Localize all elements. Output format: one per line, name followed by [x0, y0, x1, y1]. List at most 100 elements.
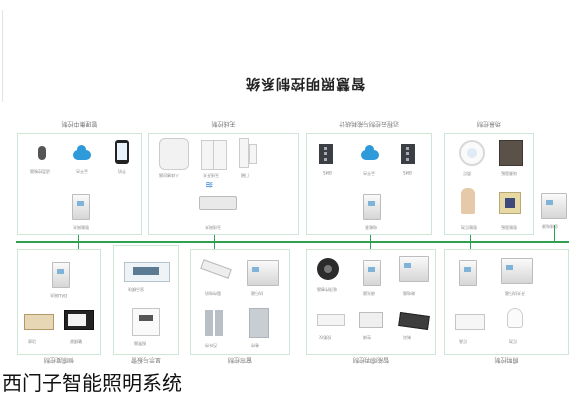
- label-blind1: 百叶帘: [205, 343, 217, 348]
- figure-caption: 西门子智能照明系统: [2, 371, 182, 395]
- label-bulb: 灯泡: [509, 339, 517, 344]
- diagram-title: 智慧照明控制系统: [245, 75, 365, 91]
- label-mic: 语音控制器: [30, 169, 50, 174]
- label-downlight: 筒灯: [463, 171, 471, 176]
- phone-icon: [115, 140, 129, 164]
- dimmer-module: [363, 260, 381, 286]
- label-tablet: 触摸屏: [70, 339, 82, 344]
- label-cloud1: 云平台: [76, 169, 88, 174]
- panel-curtain: 窗帘控制 窗帘电机 执行器 百叶帘 卷帘: [190, 249, 290, 363]
- label-amp: 功放: [28, 339, 36, 344]
- connector-3: [370, 235, 371, 249]
- panel-display-alarm: 显示与报警 显示模块 报警器: [113, 245, 179, 363]
- door-sensor-icon-2: [249, 144, 257, 164]
- panel-wireless: 无线控制 人体感应器 无线开关 门磁 ≋ 无线网关: [148, 120, 299, 235]
- downlight-icon: [459, 140, 485, 166]
- microphone-icon: [38, 146, 46, 160]
- alarm-icon: [132, 308, 160, 336]
- scene-panel-icon: [499, 140, 523, 166]
- label-gateway1: 智能网关: [73, 225, 89, 230]
- label-actuator: 执行器: [251, 291, 263, 296]
- panel-cloud-energy-title: 远程云控制与能耗统计: [339, 120, 400, 127]
- building-icon-2: [401, 144, 415, 164]
- hand-bulb-icon: [461, 188, 475, 214]
- energy-meter-module: [363, 194, 381, 220]
- label-lights: 灯具: [459, 339, 467, 344]
- panel-scene-title: 场景控制: [477, 120, 502, 127]
- left-divider: [2, 10, 3, 102]
- panel-wireless-title: 无线控制: [211, 120, 236, 127]
- panel-central-control-title: 管理集中控制: [61, 120, 98, 127]
- connector-5: [554, 225, 555, 243]
- panel-lighting-title: 照明控制: [494, 356, 519, 363]
- panel-scene-control: 场景控制 筒灯 场景面板 智能灯泡 智能面板: [444, 120, 534, 235]
- projector-icon: [317, 314, 345, 326]
- panel-constant-lux-title: 恒照度控制: [44, 356, 75, 363]
- knx-panel-icon: [499, 192, 521, 214]
- label-blind2: 卷帘: [251, 343, 259, 348]
- curtain-motor-icon: [200, 259, 232, 279]
- panel-smart-lighting: 智能照明控制 吸顶传感器 调光器 继电器 投影仪 空调 新风: [306, 249, 436, 363]
- label-power: 总线电源: [542, 224, 558, 229]
- panel-lighting: 照明控制 开关执行器 灯具 灯泡: [444, 249, 569, 363]
- connector-4: [470, 235, 471, 249]
- relay-module: [399, 256, 429, 282]
- label-ceiling-sensor: 吸顶传感器: [317, 287, 337, 292]
- label-bms2: BMS: [403, 170, 412, 175]
- label-phone: 手机: [118, 169, 126, 174]
- label-meter: 电能表: [365, 225, 377, 230]
- gateway-module: [72, 194, 90, 220]
- label-bms1: BMS: [323, 170, 332, 175]
- knx-bus-line: [16, 241, 569, 243]
- label-curtain: 窗帘电机: [205, 291, 221, 296]
- label-dali: DALI网关: [50, 293, 68, 298]
- ceiling-sensor-icon: [317, 258, 339, 280]
- label-display: 显示模块: [128, 287, 144, 292]
- sensor-icon: [159, 138, 189, 170]
- dali-gateway-module: [52, 262, 70, 288]
- label-dimmer: 调光器: [363, 291, 375, 296]
- connector-2: [214, 235, 215, 249]
- label-alarm: 报警器: [134, 341, 146, 346]
- panel-curtain-title: 窗帘控制: [228, 356, 253, 363]
- wireless-hub: [199, 196, 237, 210]
- blind-icon-1: [205, 310, 213, 336]
- label-door: 门磁: [241, 173, 249, 178]
- label-sensor: 人体感应器: [159, 173, 179, 178]
- tablet-icon: [64, 310, 94, 330]
- wifi-icon: ≋: [205, 180, 214, 191]
- ac-icon: [359, 312, 383, 328]
- label-relay2: 开关执行器: [505, 291, 525, 296]
- panel-cloud-energy: 远程云控制与能耗统计 BMS 云平台 BMS 电能表: [306, 120, 432, 235]
- panel-smart-lighting-title: 智能照明控制: [353, 356, 390, 363]
- panel-constant-lux: 恒照度控制 DALI网关 功放 触摸屏: [17, 249, 101, 363]
- label-air: 新风: [403, 335, 411, 340]
- label-bulb-hand: 智能灯泡: [461, 225, 477, 230]
- blind-icon-2: [215, 310, 223, 336]
- panel-light-icon: [455, 314, 485, 330]
- power-supply-module: [541, 193, 567, 219]
- cloud-icon: [73, 145, 91, 160]
- label-projector: 投影仪: [319, 335, 331, 340]
- label-panel: 场景面板: [501, 171, 517, 176]
- door-sensor-icon: [239, 138, 249, 168]
- label-switch: 无线开关: [203, 173, 219, 178]
- panel-central-control: 管理集中控制 语音控制器 云平台 手机 智能网关: [17, 120, 142, 235]
- label-relay: 继电器: [403, 291, 415, 296]
- label-ac: 空调: [363, 335, 371, 340]
- bulb-icon: [507, 308, 523, 328]
- cloud-icon-2: [361, 145, 379, 160]
- panel-display-title: 显示与报警: [131, 356, 162, 363]
- lighting-actuator-module-2: [501, 258, 533, 284]
- label-cloud2: 云平台: [363, 171, 375, 176]
- switch-icon: [201, 140, 227, 170]
- actuator-module: [247, 260, 279, 286]
- display-module: [124, 262, 170, 282]
- building-icon: [319, 144, 333, 164]
- label-knx-panel: 智能面板: [501, 225, 517, 230]
- air-icon: [398, 311, 430, 331]
- amplifier-icon: [24, 314, 54, 330]
- connector-1: [78, 235, 79, 249]
- lighting-actuator-module: [459, 260, 477, 286]
